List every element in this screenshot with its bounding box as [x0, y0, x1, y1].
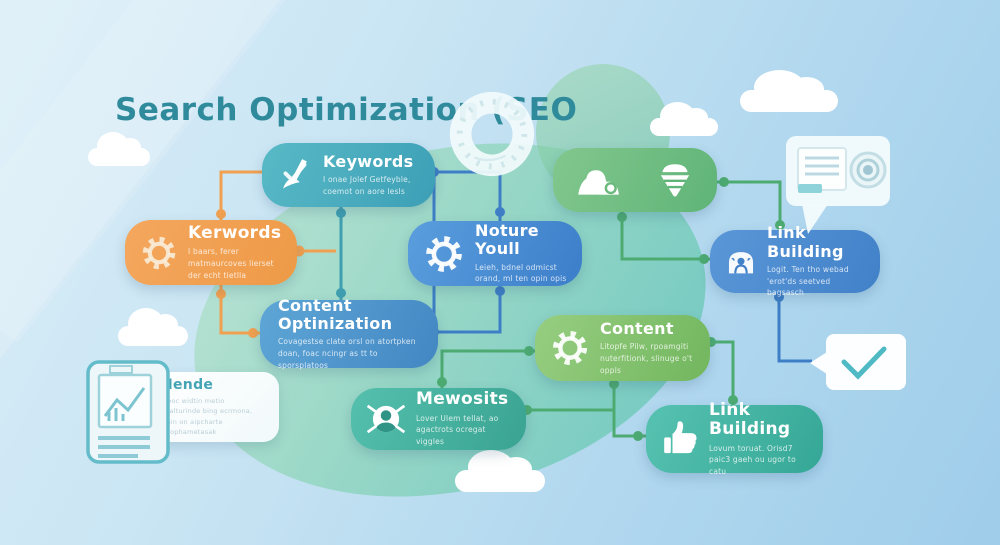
cloud [650, 101, 718, 136]
node-keywords-orange: Kerwords I baars, ferer matmaurcoves lie… [125, 220, 297, 285]
check-speech-bubble [810, 330, 910, 406]
node-title: Kerwords [188, 222, 282, 243]
node-mountains-badge [553, 148, 717, 212]
connector-green [620, 212, 710, 261]
node-subtitle: Lover Ulem tellat, ao agactrots ocregat … [416, 413, 499, 447]
gear-donut-icon [445, 86, 539, 186]
node-subtitle: I baars, ferer matmaurcoves lierset der … [188, 247, 274, 280]
node-link-building-teal: Link Building Lovum toruat. Orisd7 paic3… [646, 400, 823, 476]
connector-green [612, 378, 646, 438]
node-subtitle: I onae Jolef Getfeyble, coemot on aore l… [323, 175, 411, 196]
node-title: Mewosits [416, 389, 509, 410]
node-title: Content Optinization [278, 295, 393, 334]
document-lines-icon [797, 147, 847, 191]
connector-orange [219, 170, 262, 220]
node-title: Hende [161, 377, 214, 394]
node-subtitle: Litopfe Pilw, rpoamgiti nuterfitionk, sl… [600, 342, 693, 375]
node-subtitle: Leieh, bdnel odmicst orand, ml ten opin … [475, 262, 567, 284]
node-keywords-top: Keywords I onae Jolef Getfeyble, coemot … [262, 143, 435, 207]
connector-green [717, 180, 782, 230]
connector-blue [777, 293, 812, 363]
node-title: Keywords [323, 151, 414, 171]
pen-check-icon [276, 156, 314, 194]
gear-icon [549, 327, 591, 369]
thumbs-up-icon [660, 419, 700, 459]
node-noture-youll: Noture Youll Leieh, bdnel odmicst orand,… [408, 221, 582, 286]
connector-green [708, 340, 735, 405]
lens-icon [849, 151, 887, 189]
node-content-optimization: Content Optinization Covagestse clate or… [260, 295, 438, 370]
mountain-icon [575, 160, 627, 200]
arch-person-icon [724, 245, 758, 279]
cloud [455, 450, 545, 492]
phone-analytics-icon [84, 358, 176, 470]
connector-green [440, 349, 535, 388]
gear-icon [422, 232, 466, 276]
cloud [118, 308, 188, 346]
shield-icon [653, 160, 697, 200]
node-subtitle: Covagestse clate orsl on atortpken doan,… [278, 337, 416, 370]
node-title: Noture Youll [475, 220, 539, 259]
cloud [740, 70, 838, 112]
connector-orange [219, 285, 261, 335]
node-content: Content Litopfe Pilw, rpoamgiti nuterfit… [535, 315, 710, 381]
checkmark-icon [841, 346, 887, 380]
speech-bubble-card [782, 132, 894, 244]
gear-icon [139, 233, 179, 273]
node-mewosits: Mewosits Lover Ulem tellat, ao agactrots… [351, 388, 526, 450]
node-subtitle: Lovum toruat. Orisd7 paic3 gaeh ou ugor … [709, 443, 796, 476]
person-x-icon [365, 398, 407, 440]
node-title: Link Building [709, 399, 791, 440]
node-link-building-blue: Link Building Logit. Ten tho webad 'erot… [710, 224, 880, 297]
node-subtitle: loooc widtin metio ebalturinde bing ecrm… [161, 397, 253, 436]
node-title: Content [600, 318, 674, 338]
node-title: Link Building [767, 223, 844, 261]
cloud [88, 131, 150, 166]
node-subtitle: Logit. Ten tho webad 'erot'ds seetved ba… [767, 264, 849, 298]
